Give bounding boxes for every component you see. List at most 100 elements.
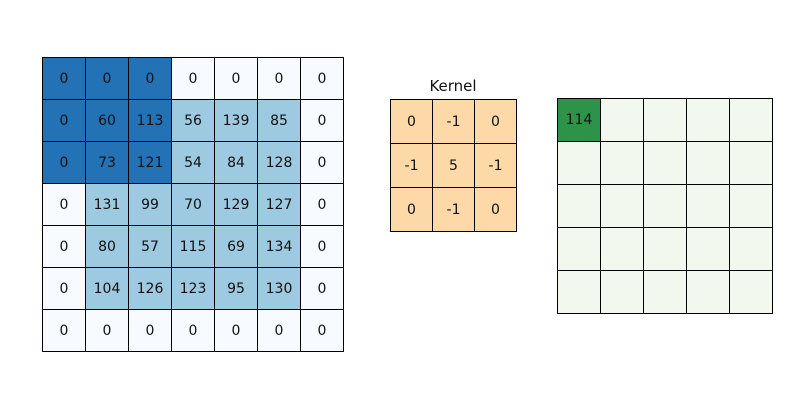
input-matrix-cell-r4-c1: 80 <box>85 225 129 268</box>
kernel-matrix-cell-r1-c2: -1 <box>474 143 517 188</box>
input-matrix-cell-r1-c3: 56 <box>171 99 215 142</box>
output-matrix-cell-r4-c0 <box>557 270 601 314</box>
input-matrix-cell-r6-c1: 0 <box>85 309 129 352</box>
output-matrix-cell-r2-c1 <box>600 184 644 228</box>
input-matrix-cell-r6-c0: 0 <box>42 309 86 352</box>
input-matrix-cell-r3-c0: 0 <box>42 183 86 226</box>
input-matrix-cell-r3-c1: 131 <box>85 183 129 226</box>
output-matrix-row <box>557 227 773 271</box>
kernel-title: Kernel <box>429 77 477 95</box>
input-matrix-cell-r0-c1: 0 <box>85 57 129 100</box>
input-matrix-cell-r1-c1: 60 <box>85 99 129 142</box>
input-matrix-cell-r2-c3: 54 <box>171 141 215 184</box>
input-matrix-cell-r4-c2: 57 <box>128 225 172 268</box>
kernel-matrix-cell-r2-c1: -1 <box>432 187 475 232</box>
output-matrix-row <box>557 141 773 185</box>
input-matrix-cell-r2-c2: 121 <box>128 141 172 184</box>
output-matrix-cell-r2-c2 <box>643 184 687 228</box>
output-matrix-cell-r0-c0: 114 <box>557 98 601 142</box>
input-matrix-cell-r6-c5: 0 <box>257 309 301 352</box>
output-matrix: 114 <box>557 98 773 314</box>
output-matrix-cell-r1-c1 <box>600 141 644 185</box>
output-matrix-cell-r2-c3 <box>686 184 730 228</box>
kernel-matrix-cell-r0-c0: 0 <box>390 99 433 144</box>
input-matrix-cell-r0-c6: 0 <box>300 57 344 100</box>
output-matrix-cell-r3-c2 <box>643 227 687 271</box>
input-matrix-cell-r3-c5: 127 <box>257 183 301 226</box>
input-matrix-cell-r6-c6: 0 <box>300 309 344 352</box>
input-matrix-cell-r5-c2: 126 <box>128 267 172 310</box>
input-matrix-cell-r1-c4: 139 <box>214 99 258 142</box>
input-matrix-cell-r3-c2: 99 <box>128 183 172 226</box>
input-matrix-cell-r3-c6: 0 <box>300 183 344 226</box>
output-matrix-cell-r1-c0 <box>557 141 601 185</box>
output-matrix-cell-r3-c3 <box>686 227 730 271</box>
input-matrix-cell-r2-c1: 73 <box>85 141 129 184</box>
input-matrix-cell-r5-c6: 0 <box>300 267 344 310</box>
output-matrix-cell-r3-c0 <box>557 227 601 271</box>
output-matrix-cell-r0-c1 <box>600 98 644 142</box>
output-matrix-cell-r1-c2 <box>643 141 687 185</box>
input-matrix-cell-r0-c3: 0 <box>171 57 215 100</box>
input-matrix-cell-r3-c3: 70 <box>171 183 215 226</box>
output-matrix-row: 114 <box>557 98 773 142</box>
input-matrix-cell-r4-c0: 0 <box>42 225 86 268</box>
output-matrix-cell-r4-c4 <box>729 270 773 314</box>
kernel-matrix-cell-r2-c0: 0 <box>390 187 433 232</box>
input-matrix-cell-r6-c2: 0 <box>128 309 172 352</box>
output-matrix-cell-r1-c3 <box>686 141 730 185</box>
kernel-matrix-cell-r0-c2: 0 <box>474 99 517 144</box>
input-matrix-cell-r0-c0: 0 <box>42 57 86 100</box>
input-matrix-cell-r4-c6: 0 <box>300 225 344 268</box>
input-matrix-cell-r4-c3: 115 <box>171 225 215 268</box>
input-matrix-cell-r6-c3: 0 <box>171 309 215 352</box>
input-matrix-cell-r2-c5: 128 <box>257 141 301 184</box>
input-matrix-cell-r5-c5: 130 <box>257 267 301 310</box>
input-matrix-cell-r0-c4: 0 <box>214 57 258 100</box>
input-matrix-cell-r4-c5: 134 <box>257 225 301 268</box>
output-matrix-row <box>557 184 773 228</box>
input-matrix-cell-r1-c2: 113 <box>128 99 172 142</box>
input-matrix-cell-r5-c1: 104 <box>85 267 129 310</box>
output-matrix-cell-r4-c3 <box>686 270 730 314</box>
input-matrix-cell-r2-c0: 0 <box>42 141 86 184</box>
output-matrix-row <box>557 270 773 314</box>
output-matrix-cell-r4-c2 <box>643 270 687 314</box>
output-matrix-cell-r2-c0 <box>557 184 601 228</box>
input-matrix-cell-r6-c4: 0 <box>214 309 258 352</box>
input-matrix-cell-r5-c3: 123 <box>171 267 215 310</box>
kernel-matrix-cell-r1-c0: -1 <box>390 143 433 188</box>
kernel-matrix-cell-r1-c1: 5 <box>432 143 475 188</box>
input-matrix-cell-r4-c4: 69 <box>214 225 258 268</box>
input-matrix-cell-r2-c6: 0 <box>300 141 344 184</box>
kernel-matrix-cell-r0-c1: -1 <box>432 99 475 144</box>
output-matrix-cell-r0-c3 <box>686 98 730 142</box>
output-matrix-cell-r1-c4 <box>729 141 773 185</box>
input-matrix-cell-r3-c4: 129 <box>214 183 258 226</box>
input-matrix-cell-r5-c4: 95 <box>214 267 258 310</box>
kernel-matrix-cell-r2-c2: 0 <box>474 187 517 232</box>
output-matrix-cell-r0-c4 <box>729 98 773 142</box>
output-matrix-cell-r0-c2 <box>643 98 687 142</box>
output-matrix-cell-r3-c4 <box>729 227 773 271</box>
input-matrix-cell-r1-c5: 85 <box>257 99 301 142</box>
input-matrix-cell-r0-c5: 0 <box>257 57 301 100</box>
output-matrix-cell-r4-c1 <box>600 270 644 314</box>
output-matrix-cell-r2-c4 <box>729 184 773 228</box>
input-matrix-cell-r1-c0: 0 <box>42 99 86 142</box>
output-matrix-cell-r3-c1 <box>600 227 644 271</box>
input-matrix-cell-r2-c4: 84 <box>214 141 258 184</box>
input-matrix-cell-r1-c6: 0 <box>300 99 344 142</box>
